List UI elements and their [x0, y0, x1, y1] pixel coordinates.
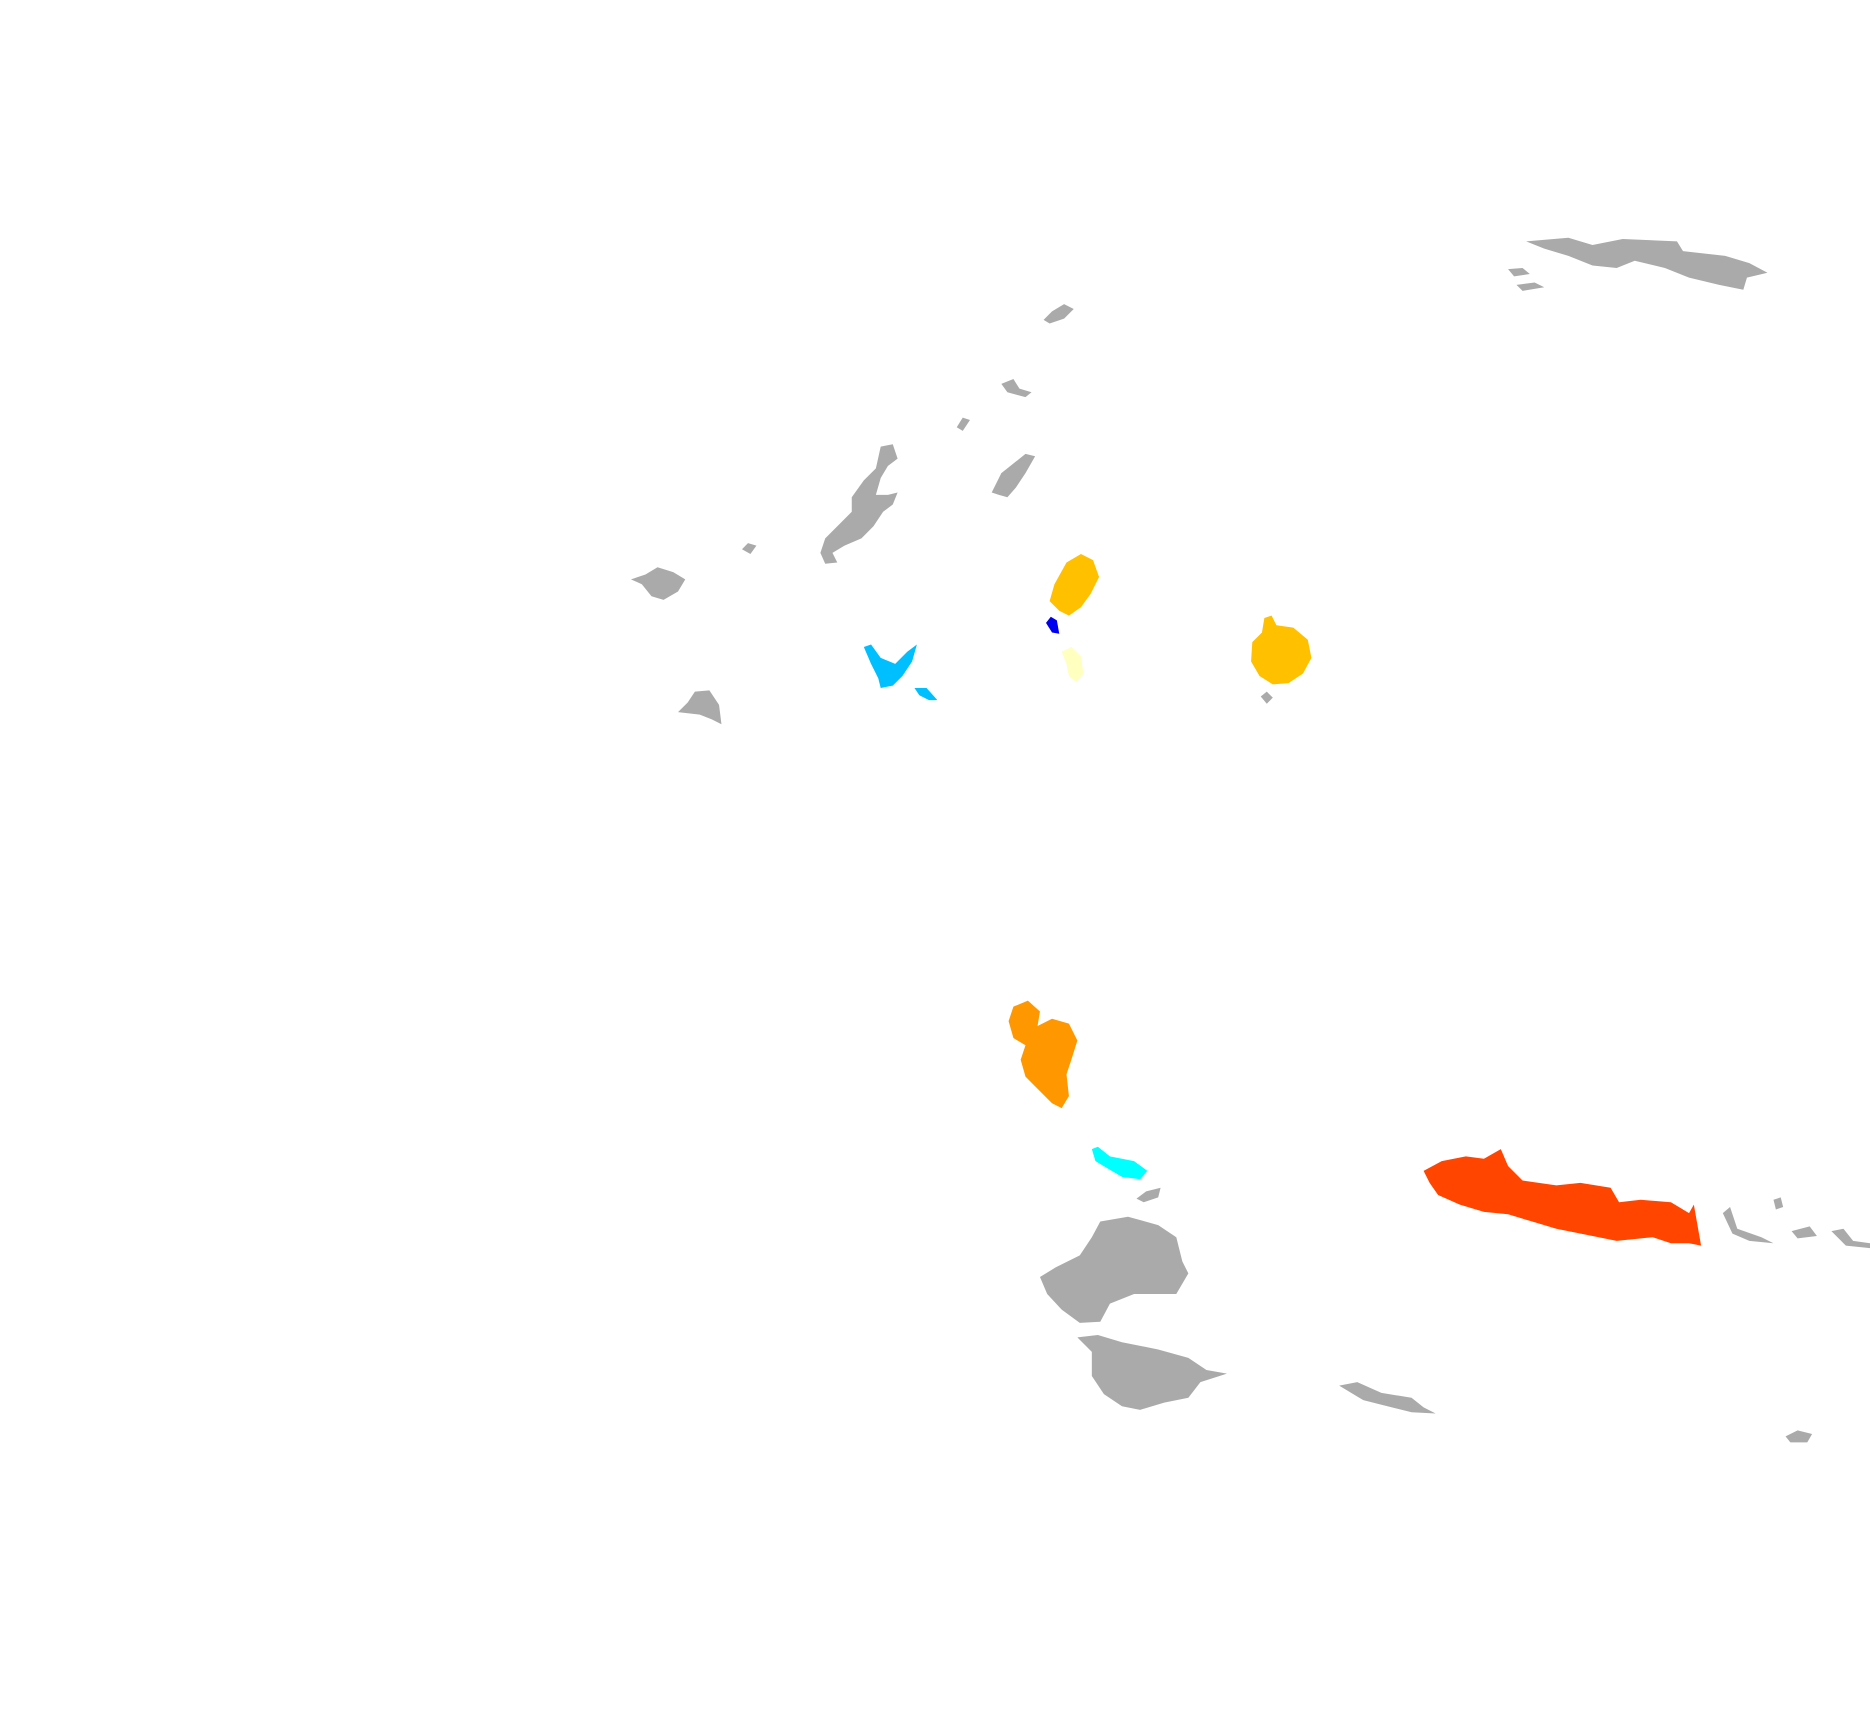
island-south-east-1 — [1339, 1382, 1436, 1414]
island-northeast-small-1 — [1508, 267, 1530, 277]
island-north-4 — [991, 453, 1036, 498]
island-west-small — [741, 543, 757, 555]
island-north-3 — [956, 417, 970, 431]
island-light-yellow — [1061, 646, 1084, 682]
island-blue — [1045, 616, 1060, 634]
no-data-islands — [630, 237, 1870, 1443]
island-west-1 — [630, 567, 686, 600]
island-south-large-1 — [1039, 1216, 1189, 1323]
island-deep-sky-blue — [863, 644, 938, 701]
island-amber-north — [1049, 554, 1100, 616]
island-amber-east — [1251, 615, 1312, 685]
island-dot — [1260, 691, 1273, 704]
island-far-southeast — [1785, 1430, 1813, 1443]
island-chain-west — [820, 444, 898, 564]
island-dark-orange — [1008, 1000, 1078, 1109]
island-red-orange — [1423, 1149, 1702, 1246]
island-northeast-large — [1526, 237, 1768, 290]
island-cyan — [1091, 1146, 1148, 1180]
island-southwest-1 — [678, 690, 722, 725]
island-small-east-of-cyan — [1136, 1187, 1161, 1203]
island-north-2 — [1001, 379, 1032, 398]
island-east-chain — [1722, 1197, 1870, 1249]
island-south-large-2 — [1077, 1334, 1227, 1410]
island-north-1 — [1043, 304, 1074, 324]
island-northeast-small-2 — [1516, 282, 1545, 291]
